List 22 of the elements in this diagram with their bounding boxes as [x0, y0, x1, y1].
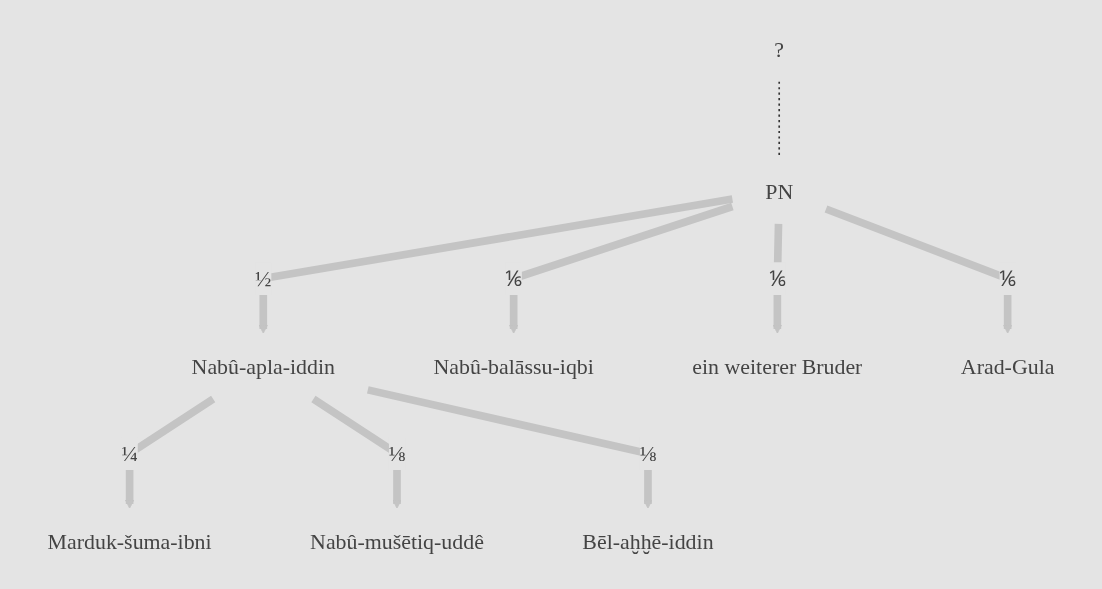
arrow — [124, 395, 216, 509]
node-text: Nabû-mušētiq-uddê — [310, 528, 484, 553]
arrow — [366, 385, 653, 509]
node-text: Bēl-aḫḫē-iddin — [582, 528, 714, 553]
edge-label: ¼ — [121, 441, 138, 466]
node-text: Nabû-balāssu-iqbi — [433, 353, 594, 378]
edge-label: ⅙ — [999, 266, 1016, 291]
node-text: Nabû-apla-iddin — [191, 353, 335, 378]
arrow — [311, 395, 402, 509]
arrow — [508, 202, 734, 334]
arrow — [258, 194, 734, 334]
edge-label: ⅙ — [505, 266, 522, 291]
node-text: ? — [774, 36, 785, 61]
arrow — [824, 204, 1013, 334]
node-text: Arad-Gula — [960, 353, 1055, 378]
node-text: PN — [765, 178, 794, 203]
edge-label: ⅛ — [388, 441, 406, 466]
edge-label: ⅛ — [639, 441, 657, 466]
node-text: ein weiterer Bruder — [692, 353, 863, 378]
edge-label: ½ — [255, 266, 272, 291]
node-text: Marduk-šuma-ibni — [47, 528, 212, 553]
edge-label: ⅙ — [769, 266, 786, 291]
